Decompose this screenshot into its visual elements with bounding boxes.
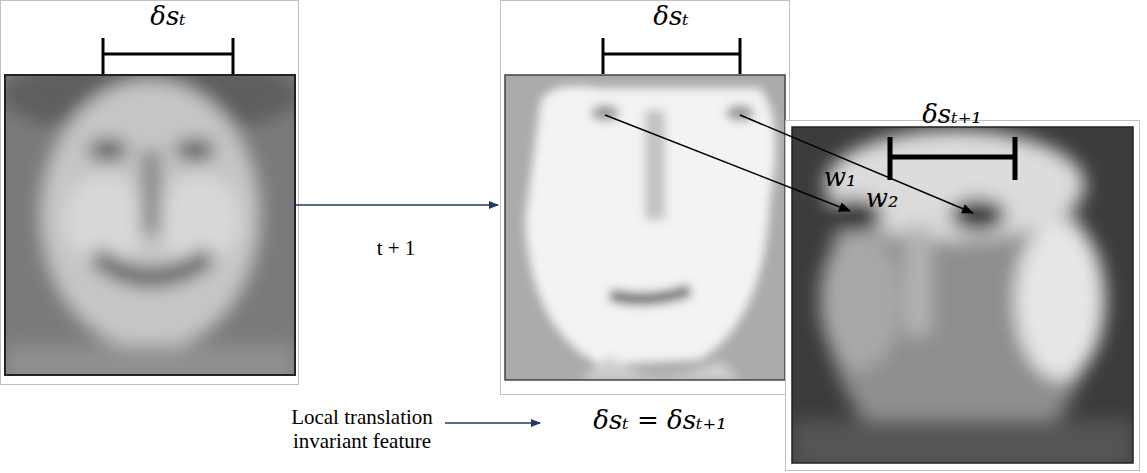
step-label: t + 1 (377, 236, 416, 260)
note-label: Local translation invariant feature (280, 405, 445, 453)
weight-label: w₂ (866, 184, 899, 214)
dimension-label: δsₜ (150, 2, 185, 32)
dimension-label: δsₜ₊₁ (922, 100, 982, 130)
equation-label: δsₜ = δsₜ₊₁ (593, 406, 726, 436)
dimension-label: δsₜ (653, 2, 688, 32)
weight-label: w₁ (824, 163, 857, 193)
